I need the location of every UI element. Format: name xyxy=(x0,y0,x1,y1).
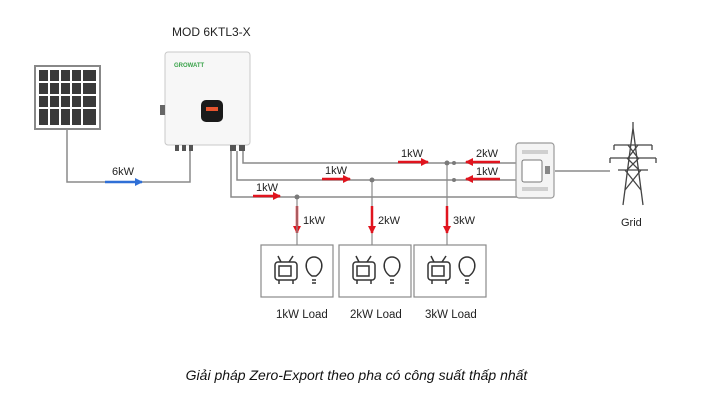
diagram-caption: Giải pháp Zero-Export theo pha có công s… xyxy=(185,367,528,383)
smart-meter-icon xyxy=(515,142,555,199)
load-box-3 xyxy=(413,244,487,298)
phase3-flow-label: 1kW xyxy=(256,182,279,194)
pv-flow-label: 6kW xyxy=(112,166,135,178)
drop1-label: 1kW xyxy=(303,215,326,227)
load-label-3: 3kW Load xyxy=(425,309,477,321)
grid-top-flow-label: 2kW xyxy=(476,148,499,160)
grid-tower-icon xyxy=(609,122,657,206)
tv-icon xyxy=(352,255,376,284)
drop2-label: 2kW xyxy=(378,215,401,227)
grid-label: Grid xyxy=(621,217,642,229)
bulb-icon xyxy=(383,256,401,284)
bulb-icon xyxy=(305,256,323,284)
drop3-label: 3kW xyxy=(453,215,476,227)
tv-icon xyxy=(274,255,298,284)
phase2-flow-label: 1kW xyxy=(325,165,348,177)
load-box-1 xyxy=(260,244,334,298)
bulb-icon xyxy=(458,256,476,284)
inverter-icon xyxy=(160,51,251,151)
phase1-flow-label: 1kW xyxy=(401,148,424,160)
load-box-2 xyxy=(338,244,412,298)
load-label-2: 2kW Load xyxy=(350,309,402,321)
junction-dots xyxy=(294,160,456,200)
tv-icon xyxy=(427,255,451,284)
grid-mid-flow-label: 1kW xyxy=(476,166,499,178)
solar-panel-icon xyxy=(34,65,101,130)
inverter-model-label: MOD 6KTL3-X xyxy=(172,25,251,39)
phase-wires xyxy=(230,151,610,198)
load-label-1: 1kW Load xyxy=(276,309,328,321)
inverter-brand-logo: GROWATT xyxy=(174,63,205,69)
